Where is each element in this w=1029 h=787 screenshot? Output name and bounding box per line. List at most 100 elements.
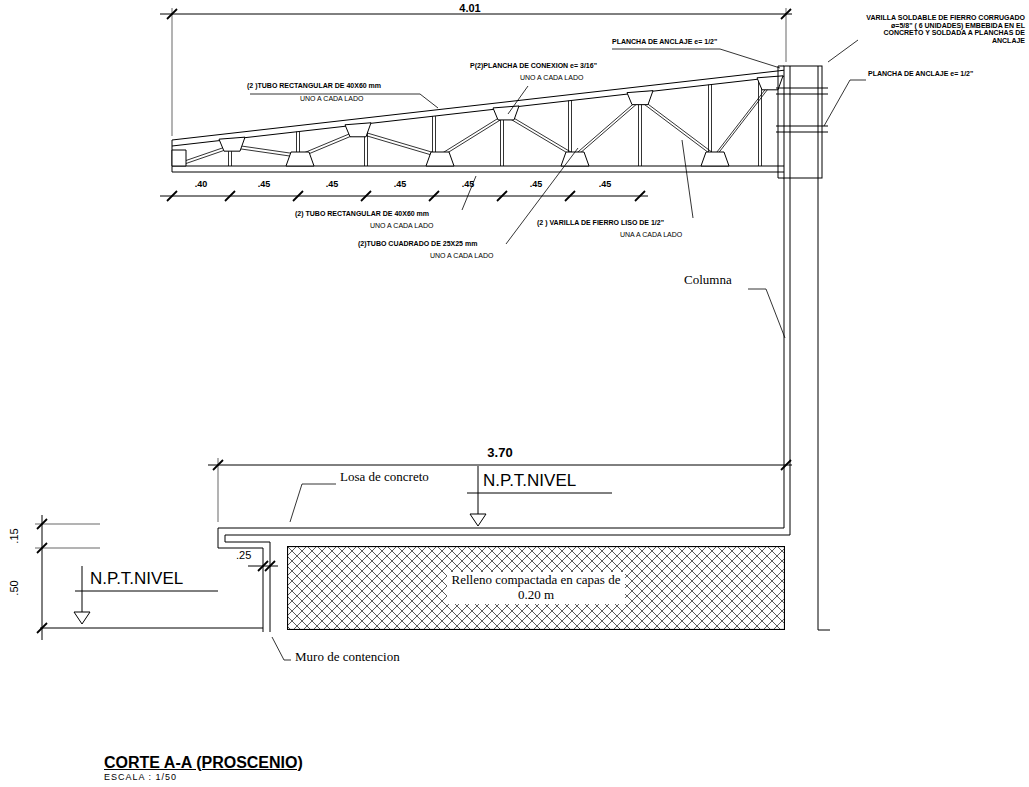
- anchor-plate: [778, 178, 784, 179]
- dimension-tick: [565, 191, 575, 201]
- annotation-label: Muro de contencion: [295, 650, 400, 664]
- gusset-plate: [219, 137, 245, 151]
- truss-diagonal: [575, 101, 640, 157]
- truss-vertical: [758, 79, 759, 166]
- annotation-label: UNO A CADA LADO: [370, 222, 433, 230]
- dimension-tick: [635, 191, 645, 201]
- dimension-line: [208, 465, 792, 466]
- end-plate: [172, 150, 186, 166]
- annotation-label: PLANCHA DE ANCLAJE e= 1/2": [868, 70, 973, 78]
- gusset-plate: [627, 91, 653, 105]
- leader-line: [748, 289, 785, 338]
- column-head: [784, 66, 822, 178]
- column-line: [818, 66, 819, 178]
- column-line: [790, 66, 791, 178]
- annotation-label: UNO A CADA LADO: [430, 252, 493, 260]
- annotation-label: .45: [599, 180, 612, 190]
- annotation-label: UNO A CADA LADO: [520, 74, 583, 82]
- truss-diagonal: [640, 101, 715, 157]
- slab-outline: [218, 528, 784, 632]
- leader-line: [506, 148, 578, 244]
- top-chord: [172, 76, 786, 146]
- level-line: [467, 493, 612, 494]
- annotation-label: .25: [236, 549, 251, 561]
- dimension-tick: [265, 561, 275, 571]
- annotation-label: Losa de concreto: [340, 470, 429, 484]
- bottom-chord: [172, 172, 786, 173]
- dimension-tick: [361, 191, 371, 201]
- leader-line: [682, 140, 693, 218]
- dimension-tick: [167, 191, 177, 201]
- anchor-rebar: [776, 88, 828, 89]
- ground-line: [40, 628, 263, 629]
- truss-diagonal: [440, 116, 506, 157]
- annotation-label: .45: [258, 180, 271, 190]
- leader-line: [828, 40, 858, 62]
- anchor-rebar: [776, 94, 828, 95]
- level-triangle: [74, 612, 90, 624]
- fill-note: Relleno compactada en capas de 0.20 m: [447, 572, 625, 604]
- annotation-label: (2) TUBO RECTANGULAR DE 40X60 mm: [295, 210, 429, 218]
- dimension-tick: [781, 460, 791, 470]
- annotation-label: .45: [394, 180, 407, 190]
- leader-line: [612, 49, 780, 68]
- annotation-label: 3.70: [487, 446, 512, 460]
- gusset-plate: [561, 152, 589, 166]
- anchor-rebar: [776, 126, 828, 127]
- top-chord: [172, 70, 786, 140]
- level-line: [82, 566, 83, 612]
- hatch-rect: [288, 547, 785, 630]
- annotation-label: N.P.T.NIVEL: [483, 472, 576, 491]
- gusset-plate: [493, 106, 519, 120]
- anchor-plate: [778, 66, 779, 178]
- truss-diagonal: [506, 113, 575, 154]
- dimension-tick: [37, 623, 47, 633]
- level-line: [478, 466, 479, 514]
- extension-line: [35, 548, 100, 549]
- truss-diagonal: [575, 98, 640, 154]
- column-line: [784, 178, 785, 528]
- annotation-label: (2 ) VARILLA DE FIERRO LISO DE 1/2": [537, 219, 664, 227]
- level-line: [75, 591, 218, 592]
- annotation-label: UNO A CADA LADO: [300, 95, 363, 103]
- slab-outline: [225, 535, 790, 632]
- annotation-label: .45: [326, 180, 339, 190]
- scale-caption: ESCALA : 1/50: [104, 773, 177, 783]
- truss-vertical: [761, 79, 762, 166]
- truss-diagonal: [715, 86, 770, 157]
- annotation-label: .45: [530, 180, 543, 190]
- leader-line: [250, 94, 438, 108]
- annotation-label: P(2)PLANCHA DE CONEXION e= 3/16": [470, 62, 597, 70]
- annotation-label: .45: [462, 180, 475, 190]
- annotation-label: VARILLA SOLDABLE DE FIERRO CORRUGADO ø=5…: [857, 14, 1025, 45]
- leader-line: [462, 176, 476, 210]
- gusset-plate: [426, 152, 454, 166]
- dimension-line: [42, 515, 43, 640]
- truss-diagonal: [440, 113, 506, 154]
- annotation-label: N.P.T.NIVEL: [90, 570, 183, 589]
- annotation-label: Columna: [684, 273, 732, 287]
- extension-line: [35, 524, 100, 525]
- leader-line: [508, 86, 528, 114]
- truss-diagonal: [506, 116, 575, 157]
- leader-line: [824, 80, 866, 126]
- truss-diagonal: [640, 98, 715, 154]
- column-line: [818, 178, 830, 630]
- extension-line: [172, 8, 173, 136]
- leader-line: [290, 484, 336, 522]
- gusset-plate: [286, 152, 314, 166]
- bottom-chord: [172, 166, 786, 167]
- annotation-label: .50: [8, 580, 20, 595]
- line-work: [35, 8, 866, 660]
- level-triangle: [470, 514, 486, 526]
- truss-diagonal: [358, 133, 440, 157]
- annotation-label: (2)TUBO CUADRADO DE 25X25 mm: [358, 240, 477, 248]
- column-line: [790, 178, 791, 535]
- leader-line: [272, 637, 291, 660]
- dimension-tick: [497, 191, 507, 201]
- truss-diagonal: [358, 130, 440, 154]
- annotation-label: (2 )TUBO RECTANGULAR DE 40X60 mm: [247, 82, 381, 90]
- annotation-label: PLANCHA DE ANCLAJE e= 1/2": [612, 38, 717, 46]
